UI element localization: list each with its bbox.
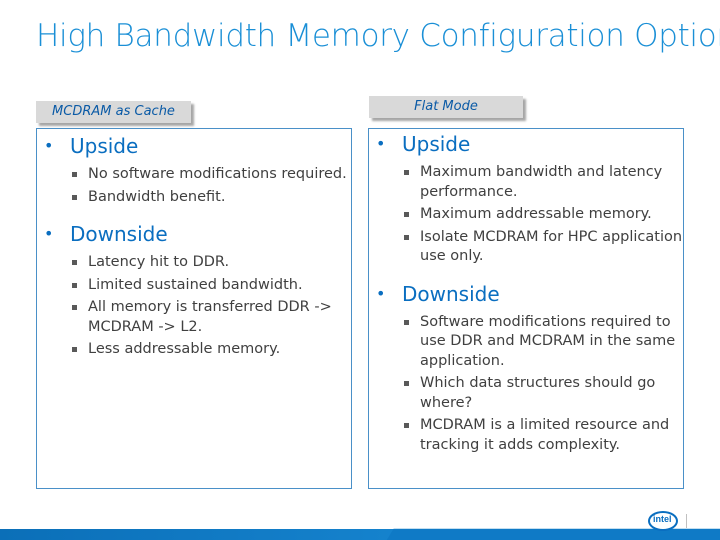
bullet-icon: • xyxy=(376,283,386,303)
mcdram-cache-panel: • Upside No software modifications requi… xyxy=(36,128,352,489)
list-item: Latency hit to DDR. xyxy=(72,253,351,273)
footer-bar xyxy=(0,529,720,540)
bullet-list: No software modifications required. Band… xyxy=(70,165,351,207)
section-heading: Upside xyxy=(402,132,471,156)
list-item: Which data structures should go where? xyxy=(404,374,683,413)
bullet-list: Latency hit to DDR. Limited sustained ba… xyxy=(70,253,351,360)
intel-logo: intel xyxy=(648,511,678,531)
bullet-icon: • xyxy=(376,134,386,153)
upside-section: • Upside No software modifications requi… xyxy=(37,133,351,207)
square-bullet-icon xyxy=(72,282,77,288)
square-bullet-icon xyxy=(72,172,77,177)
slide-title: High Bandwidth Memory Configuration Opti… xyxy=(36,18,720,54)
downside-section: • Downside Software modifications requir… xyxy=(369,281,683,456)
section-heading: Downside xyxy=(402,281,500,306)
bullet-list: Maximum bandwidth and latency performanc… xyxy=(402,163,683,267)
list-item: Maximum addressable memory. xyxy=(404,205,683,225)
flat-mode-tab: Flat Mode xyxy=(369,96,523,118)
bullet-list: Software modifications required to use D… xyxy=(402,313,683,456)
square-bullet-icon xyxy=(404,170,409,175)
list-item: Less addressable memory. xyxy=(72,340,351,360)
square-bullet-icon xyxy=(404,381,409,386)
flat-mode-panel: • Upside Maximum bandwidth and latency p… xyxy=(368,128,684,489)
section-heading: Upside xyxy=(70,134,139,158)
list-item: Bandwidth benefit. xyxy=(72,188,351,208)
footer-divider xyxy=(686,514,687,528)
list-item: All memory is transferred DDR -> MCDRAM … xyxy=(72,298,351,337)
bullet-icon: • xyxy=(44,136,54,155)
square-bullet-icon xyxy=(72,347,77,352)
square-bullet-icon xyxy=(72,194,77,200)
downside-section: • Downside Latency hit to DDR. Limited s… xyxy=(37,221,351,360)
bullet-icon: • xyxy=(44,224,54,243)
square-bullet-icon xyxy=(404,423,409,428)
list-item: MCDRAM is a limited resource and trackin… xyxy=(404,416,683,455)
list-item: No software modifications required. xyxy=(72,165,351,185)
footer-accent xyxy=(386,528,720,540)
mcdram-cache-tab: MCDRAM as Cache xyxy=(36,101,191,123)
list-item: Limited sustained bandwidth. xyxy=(72,276,351,296)
upside-section: • Upside Maximum bandwidth and latency p… xyxy=(369,131,683,267)
list-item: Software modifications required to use D… xyxy=(404,313,683,372)
list-item: Maximum bandwidth and latency performanc… xyxy=(404,163,683,202)
list-item: Isolate MCDRAM for HPC application use o… xyxy=(404,228,683,267)
section-heading: Downside xyxy=(70,222,168,246)
square-bullet-icon xyxy=(72,305,77,310)
square-bullet-icon xyxy=(404,234,409,240)
square-bullet-icon xyxy=(404,319,409,325)
square-bullet-icon xyxy=(72,260,77,265)
square-bullet-icon xyxy=(404,212,409,217)
